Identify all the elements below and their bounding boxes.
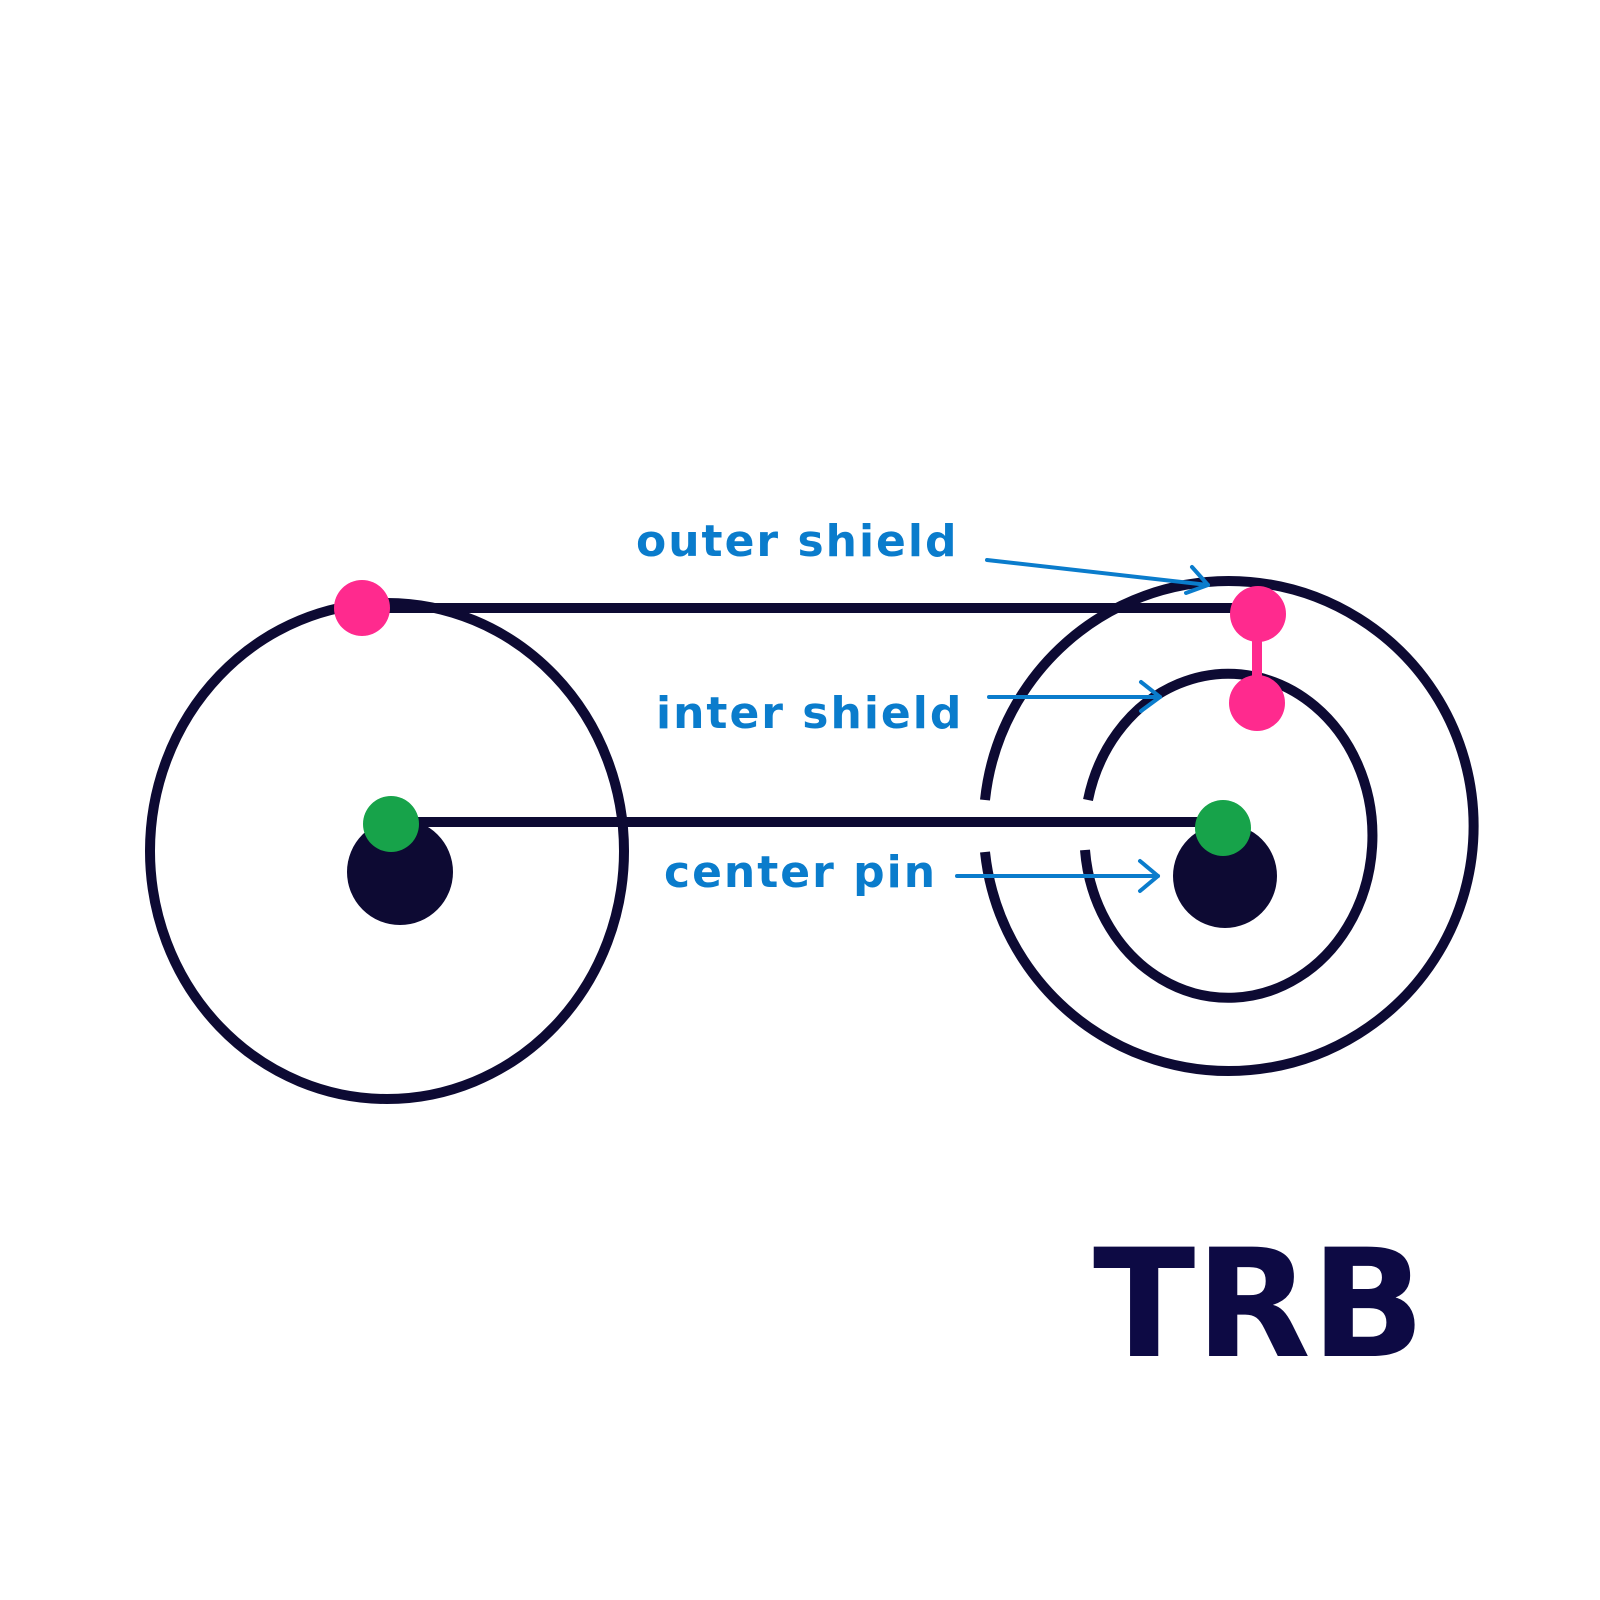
brand-logo: TRB [1093,1218,1425,1392]
right-inter-shield-contact [1229,675,1285,731]
center-pin-arrow [955,859,1160,893]
right-outer-shield-contact [1230,586,1286,642]
right-center-pin-contact [1195,800,1251,856]
inter-shield-label: inter shield [656,688,963,739]
inter-shield-arrow [987,680,1162,713]
right-center-pin-core [1173,824,1277,928]
center-pin-label: center pin [664,847,937,898]
left-outer-shield-contact [334,580,390,636]
right-inter-shield-ring [1080,668,1378,1003]
left-center-pin-contact [363,796,419,852]
outer-shield-arrow [985,558,1210,595]
outer-shield-label: outer shield [636,516,958,567]
